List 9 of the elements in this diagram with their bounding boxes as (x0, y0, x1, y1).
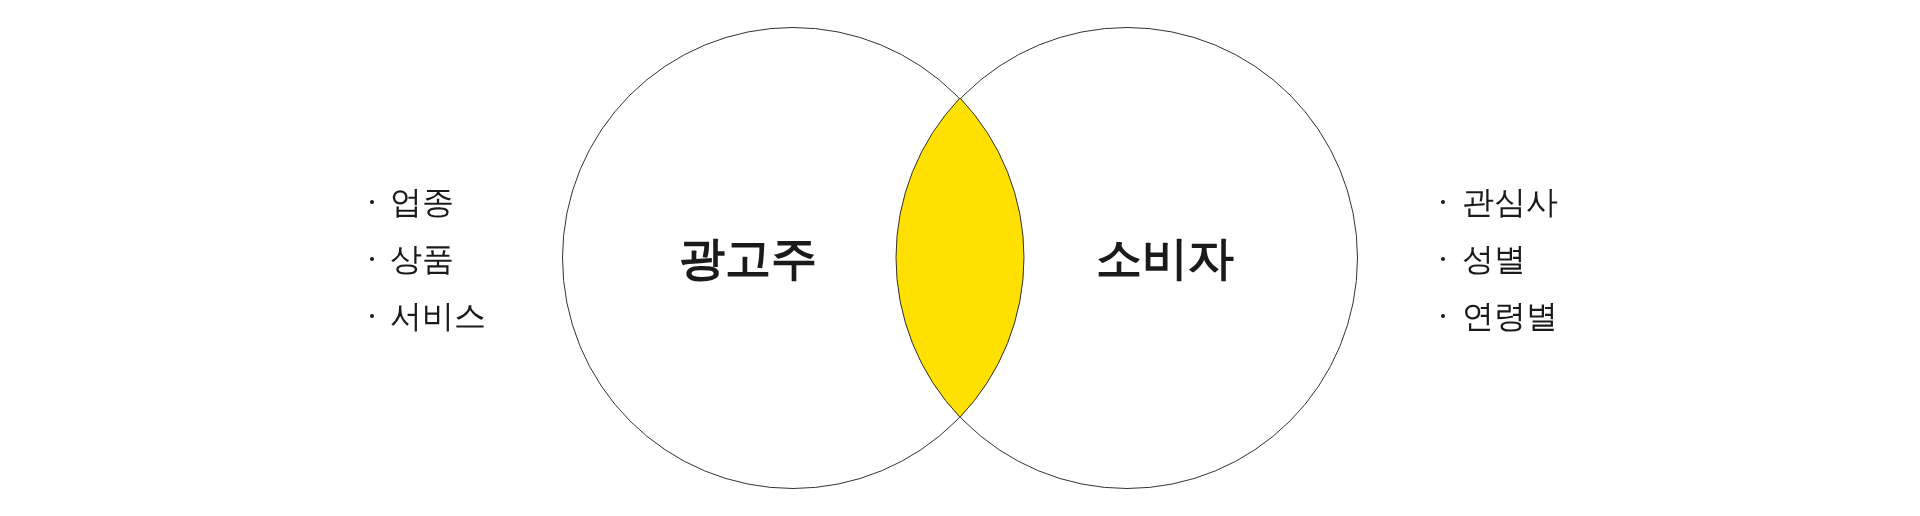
list-item: 서비스 (390, 297, 486, 335)
list-item: 성별 (1462, 240, 1526, 278)
list-item: 연령별 (1462, 297, 1558, 335)
circle-title: 광고주 (679, 232, 817, 284)
circle-title: 소비자 (1096, 232, 1234, 284)
overlap-region (895, 97, 1025, 419)
list-item: 업종 (390, 183, 454, 221)
list-item: 상품 (390, 240, 454, 278)
list-item: 관심사 (1462, 183, 1558, 221)
